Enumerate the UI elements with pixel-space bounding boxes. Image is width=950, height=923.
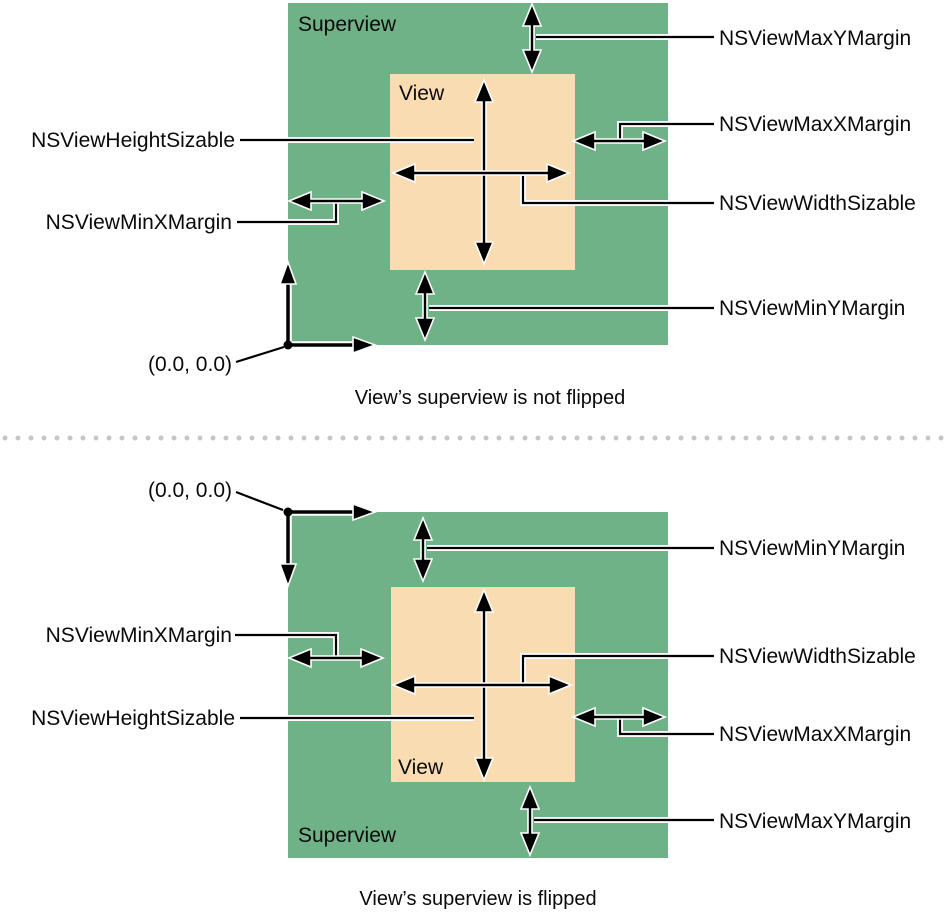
width-sizable-connector [521, 654, 714, 684]
min-x-margin-connector [237, 202, 338, 224]
view-title: View [399, 82, 445, 105]
max-x-margin-connector [618, 718, 714, 736]
x-axis-arrowhead [352, 502, 378, 522]
superview-title: Superview [298, 824, 397, 847]
max-x-margin-arrow [570, 130, 668, 152]
diagram-not-flipped: Superview View NSViewHeightSizable NSVie… [31, 1, 916, 409]
origin-coordinates-label: (0.0, 0.0) [148, 353, 232, 376]
origin-dot [283, 507, 293, 517]
label-height-sizable: NSViewHeightSizable [31, 707, 235, 730]
origin-axes [278, 259, 378, 355]
label-min-x-margin: NSViewMinXMargin [46, 624, 232, 647]
width-sizable-arrow [390, 162, 572, 184]
label-width-sizable: NSViewWidthSizable [719, 645, 916, 668]
origin-dot [283, 340, 293, 350]
label-height-sizable: NSViewHeightSizable [31, 129, 235, 152]
label-max-x-margin: NSViewMaxXMargin [719, 723, 911, 746]
x-axis-arrowhead [352, 335, 378, 355]
label-min-x-margin: NSViewMinXMargin [46, 211, 232, 234]
origin-coordinates-label: (0.0, 0.0) [148, 479, 232, 502]
max-x-margin-arrow [570, 706, 668, 728]
y-axis-arrowhead [278, 563, 298, 589]
label-width-sizable: NSViewWidthSizable [719, 192, 916, 215]
max-x-margin-connector [618, 122, 714, 140]
origin-callout-line [235, 345, 285, 364]
label-max-y-margin: NSViewMaxYMargin [719, 810, 911, 833]
caption-flipped: View’s superview is flipped [359, 888, 596, 910]
y-axis-arrowhead [278, 259, 298, 285]
label-min-y-margin: NSViewMinYMargin [719, 297, 905, 320]
label-min-y-margin: NSViewMinYMargin [719, 537, 905, 560]
width-sizable-connector [521, 176, 714, 205]
min-x-margin-connector [235, 633, 338, 657]
min-y-margin-arrow [412, 515, 434, 584]
max-y-margin-arrow [521, 1, 543, 75]
label-max-y-margin: NSViewMaxYMargin [719, 27, 911, 50]
view-title: View [398, 756, 444, 779]
min-x-margin-arrow [286, 190, 387, 212]
superview-title: Superview [298, 13, 397, 36]
min-y-margin-arrow [414, 269, 436, 343]
diagram-flipped: (0.0, 0.0) NSViewMinXMargin NSViewHeight… [31, 479, 916, 910]
origin-callout-line [235, 490, 284, 512]
max-y-margin-arrow [519, 784, 541, 858]
width-sizable-arrow [390, 674, 574, 696]
label-max-x-margin: NSViewMaxXMargin [719, 113, 911, 136]
caption-not-flipped: View’s superview is not flipped [355, 387, 626, 409]
min-x-margin-arrow [286, 647, 386, 669]
origin-axes [278, 502, 378, 589]
